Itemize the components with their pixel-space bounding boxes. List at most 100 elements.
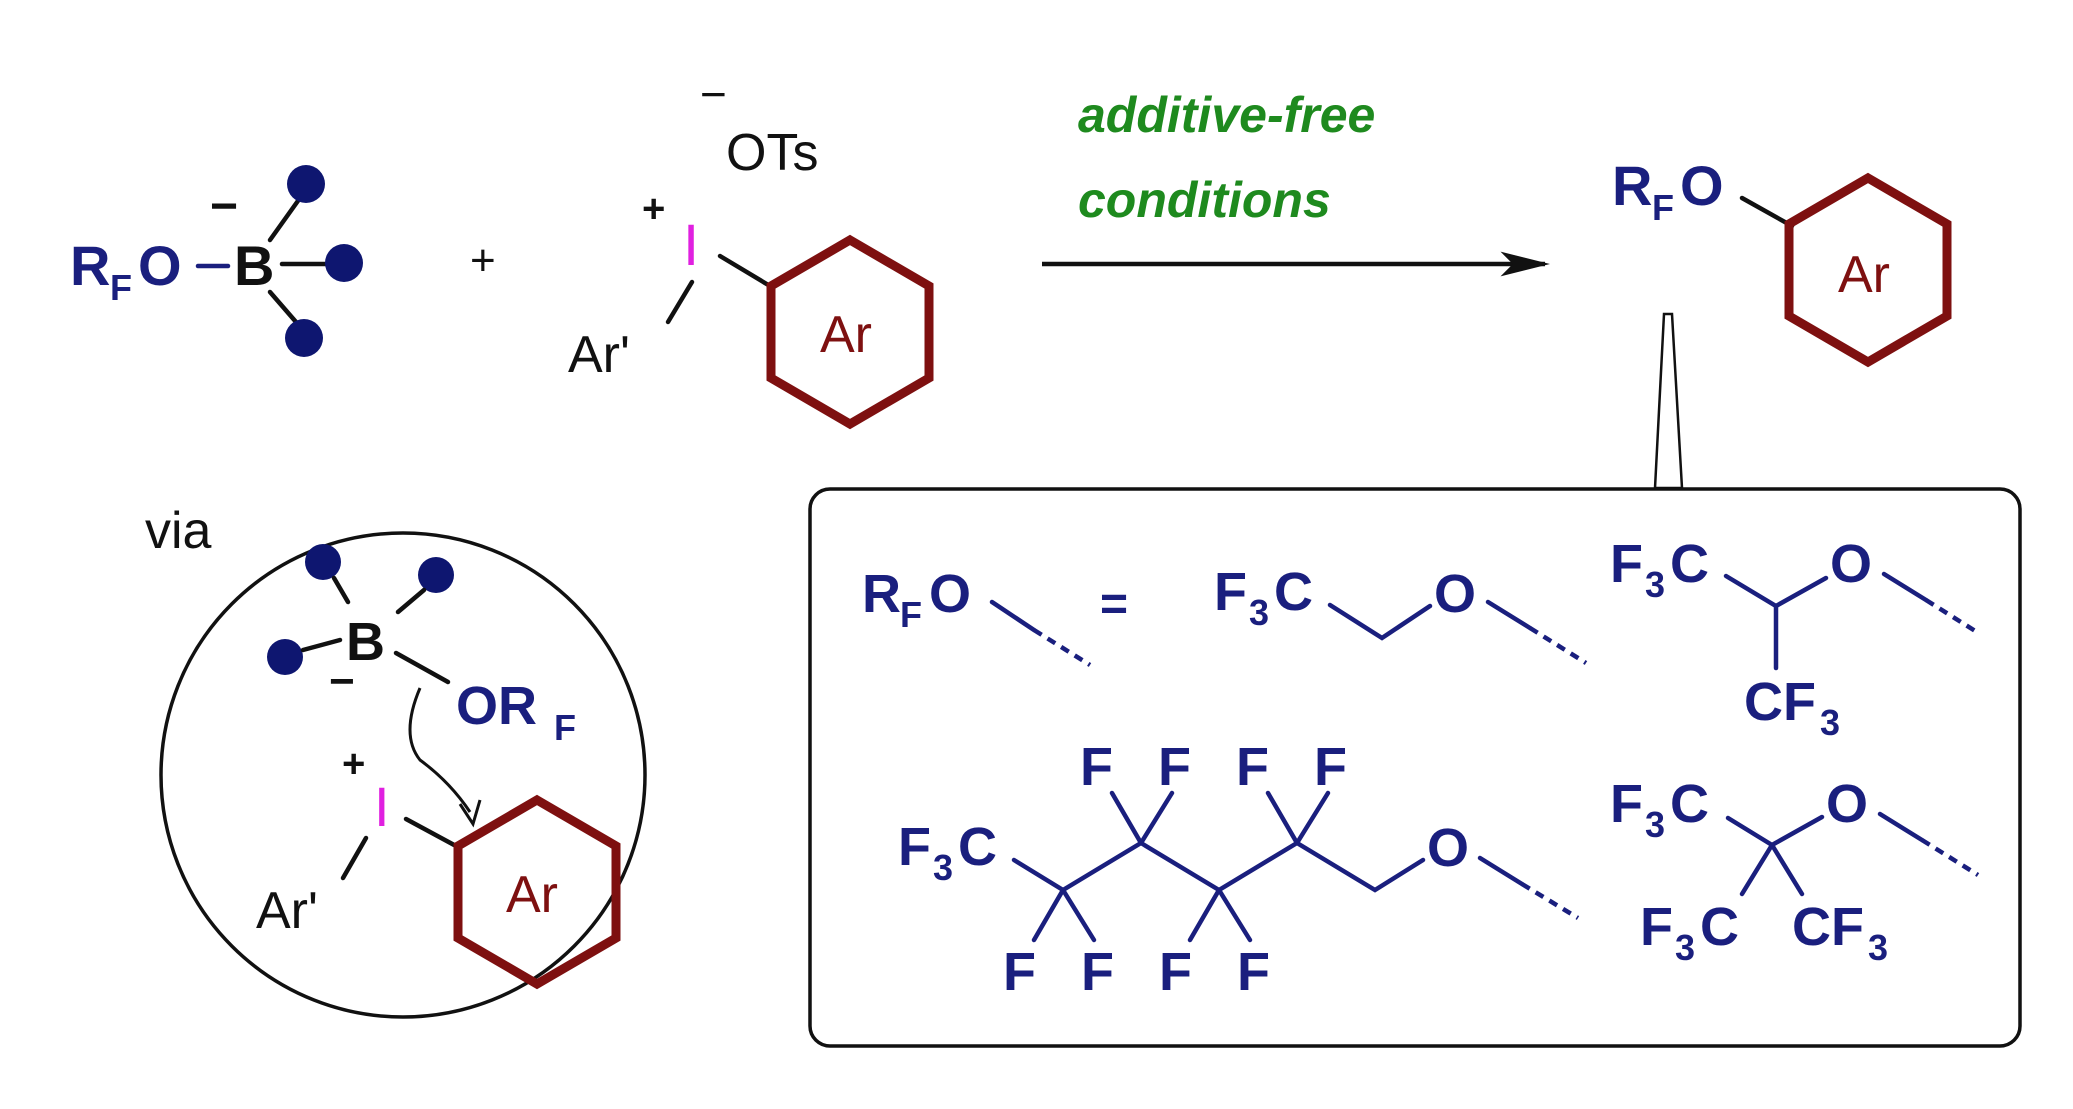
intermediate-dot-right-top [418, 557, 454, 593]
pfh-fluorine-7: F [1159, 942, 1192, 1002]
intermediate-boron-charge: − [329, 657, 355, 706]
tfe-dashed [1528, 626, 1588, 665]
pfh-f-bond-8 [1216, 887, 1253, 943]
iodine-atom: I [683, 213, 699, 278]
hfip-dashed [1924, 598, 1982, 636]
b-dot-bond-top [267, 195, 303, 243]
product-rf-o: O [1680, 154, 1724, 217]
intermediate-iodine: I [374, 775, 390, 838]
tfe-c: C [1274, 562, 1313, 622]
hfip-sub3: 3 [1645, 564, 1665, 605]
intermediate-or: OR [456, 676, 537, 736]
callout-pointer [1653, 312, 1684, 490]
legend-rf-dashed [1032, 628, 1092, 667]
boron-charge: − [210, 180, 238, 233]
product-ring-label: Ar [1838, 246, 1890, 304]
pfh-fluorine-8: F [1237, 942, 1270, 1002]
tb-c: C [1670, 774, 1709, 834]
via-label: via [145, 502, 212, 560]
legend-rf-r: R [862, 564, 901, 624]
intermediate-aryl-ring [453, 794, 621, 990]
hfip-o-bond [1881, 571, 1929, 603]
tb-o: O [1826, 774, 1868, 834]
tosylate-charge: − [700, 68, 727, 120]
b-dot-bond-bottom [267, 289, 299, 325]
conditions-line-1: additive-free [1078, 87, 1375, 143]
int-b-bond-1 [331, 575, 351, 605]
pfh-f-bond-4 [1294, 790, 1331, 846]
tb-left-c: C [1700, 897, 1739, 957]
legend-equals: = [1100, 578, 1128, 631]
iodine-charge: + [642, 187, 665, 231]
conditions-line-2: conditions [1078, 172, 1331, 228]
int-b-o-bond [393, 650, 451, 685]
pfh-o: O [1427, 818, 1469, 878]
pfh-fluorine-5: F [1003, 942, 1036, 1002]
tb-left-f: F [1640, 897, 1673, 957]
pfh-f-bond-1 [1109, 790, 1144, 846]
product-rf-sub: F [1652, 187, 1674, 228]
tfe-f: F [1214, 562, 1247, 622]
i-ar-bond [717, 253, 773, 289]
pfh-fluorine-1: F [1080, 737, 1113, 797]
substituent-dot-bottom [285, 319, 323, 357]
intermediate-dot-left [267, 639, 303, 675]
hfip-cf: CF [1744, 672, 1816, 732]
hfip-f: F [1610, 534, 1643, 594]
pfh-f-bond-7 [1187, 887, 1222, 943]
intermediate-outline [159, 531, 647, 1019]
tosylate-label: OTs [726, 124, 818, 182]
rf-r: R [70, 234, 110, 297]
tb-right-sub: 3 [1868, 927, 1888, 968]
rf-o: O [138, 234, 182, 297]
intermediate-dot-left-top [305, 544, 341, 580]
product-rf-r: R [1612, 154, 1652, 217]
product-o-ar-bond [1739, 195, 1795, 229]
int-i-arprime-bond [340, 835, 369, 881]
rf-legend-box: R F O = F 3 C O F 3 C O CF 3 F 3 C [808, 487, 2022, 1048]
tfe-o-bond [1485, 599, 1533, 631]
intermediate-or-sub: F [554, 707, 576, 748]
tb-dashed [1920, 838, 1980, 877]
aryl-ring [766, 234, 934, 430]
tfe-backbone [1327, 602, 1433, 641]
intermediate-ring-label: Ar [506, 866, 558, 924]
pfh-f-bond-3 [1265, 790, 1300, 846]
i-arprime-bond [665, 279, 695, 325]
legend-rf-o: O [929, 564, 971, 624]
pfh-f-bond-2 [1138, 790, 1175, 846]
electron-arrow-head [458, 799, 482, 828]
int-b-bond-2 [395, 587, 427, 615]
pfh-o-bond [1477, 855, 1525, 887]
borate-reactant: R F O B − [70, 165, 363, 357]
pfh-f: F [898, 817, 931, 877]
pfh-dashed [1520, 882, 1580, 920]
substituent-dot-right [325, 244, 363, 282]
pfh-f-bond-6 [1060, 887, 1097, 943]
intermediate-aryl-prime: Ar' [256, 882, 318, 940]
legend-rf-sub: F [900, 594, 922, 635]
product-aryl-ring [1784, 172, 1952, 368]
tb-o-bond [1877, 811, 1925, 843]
legend-rf-bond [989, 599, 1037, 633]
intermediate-boron: B [346, 612, 385, 672]
pfh-fluorine-4: F [1314, 737, 1347, 797]
pfh-fluorine-3: F [1236, 737, 1269, 797]
aryl-ring-label: Ar [820, 306, 872, 364]
pfh-f-bond-5 [1031, 887, 1066, 943]
tb-right-cf: CF [1792, 897, 1864, 957]
intermediate-iodine-charge: + [342, 742, 365, 786]
legend-frame [808, 487, 2022, 1048]
int-i-ar-bond [403, 816, 459, 849]
pfh-fluorine-2: F [1158, 737, 1191, 797]
tb-bond-left [1725, 815, 1775, 848]
tfe-o: O [1434, 564, 1476, 624]
tfe-sub3: 3 [1249, 592, 1269, 633]
tb-bond-o [1769, 814, 1825, 848]
reaction-arrow-group: additive-free conditions [1042, 87, 1550, 277]
tb-bond-down-left [1739, 842, 1775, 897]
tb-f: F [1610, 774, 1643, 834]
pfh-c: C [958, 817, 997, 877]
int-b-bond-3 [300, 637, 343, 653]
